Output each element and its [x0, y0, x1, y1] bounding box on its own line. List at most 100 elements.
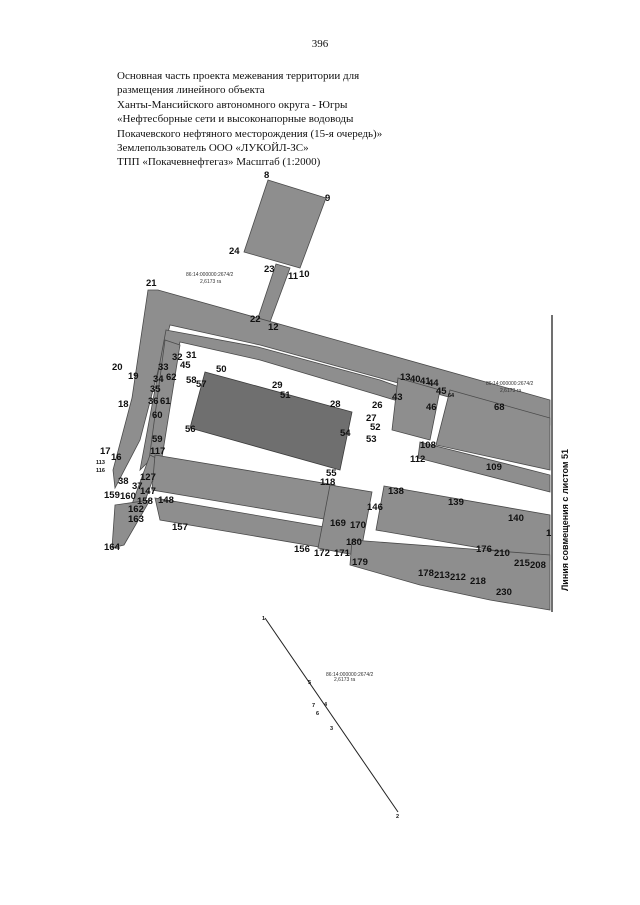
point-label: 22	[250, 314, 261, 325]
point-label: 41	[420, 376, 431, 387]
caption-line-4: «Нефтесборные сети и высоконапорные водо…	[117, 113, 354, 126]
cadastral-number-c: 86:14:000000:2674/2	[326, 672, 373, 678]
cadastral-area-a: 2,6173 га	[200, 279, 221, 285]
point-label: 23	[264, 264, 275, 275]
point-label: 58	[186, 375, 197, 386]
point-label: 170	[350, 520, 366, 531]
point-label: 33	[158, 362, 169, 373]
caption-line-1: Основная часть проекта межевания террито…	[117, 70, 360, 82]
point-label: 28	[330, 399, 341, 410]
point-label: 148	[158, 495, 174, 506]
point-label: 127	[140, 472, 156, 483]
point-label: 36	[148, 396, 159, 407]
point-label: 56	[185, 424, 196, 435]
point-label: 54	[340, 428, 351, 439]
parcel-right-band	[417, 441, 551, 493]
line-point-label: 6	[316, 711, 319, 717]
point-label: 213	[434, 570, 450, 581]
point-label: 26	[372, 400, 383, 411]
point-label: 20	[112, 362, 123, 373]
point-label: 212	[450, 572, 466, 583]
point-label: 11	[288, 271, 299, 282]
match-line-label: Линия совмещения с листом 51	[560, 449, 570, 591]
cadastral-area-c: 2,6173 га	[334, 677, 355, 683]
point-label: 140	[508, 513, 524, 524]
parcel-lower-left-tip	[111, 499, 151, 549]
point-label: 64	[448, 393, 455, 399]
cadastral-area-b: 2,6173 га	[500, 388, 521, 394]
point-label: 179	[352, 557, 368, 568]
point-label: 18	[118, 399, 129, 410]
point-label: 158	[137, 496, 153, 507]
point-label: 160	[120, 491, 136, 502]
point-label: 10	[299, 269, 310, 280]
line-point-label: 4	[324, 702, 328, 708]
point-label: 37	[132, 481, 143, 492]
point-label: 12	[268, 322, 279, 333]
point-label: 44	[428, 378, 439, 389]
point-label: 29	[272, 380, 283, 391]
point-label: 55	[326, 468, 337, 479]
caption-line-2: размещения линейного объекта	[117, 84, 265, 97]
point-label: 52	[370, 422, 381, 433]
point-label: 169	[330, 518, 346, 529]
point-label: 112	[410, 454, 425, 465]
cadastral-number-b: 86:14:000000:2674/2	[486, 381, 533, 387]
point-label: 24	[229, 246, 240, 257]
point-label: 218	[470, 576, 486, 587]
point-label: 40	[410, 374, 421, 385]
point-label: 46	[426, 402, 437, 413]
point-label: 53	[366, 434, 377, 445]
parcel-top-square	[243, 179, 327, 269]
point-label: 157	[172, 522, 188, 533]
point-label: 116	[96, 468, 105, 474]
point-label: 147	[140, 486, 156, 497]
line-point-label: 5	[308, 680, 311, 686]
point-label: 51	[280, 390, 291, 401]
point-label: 176	[476, 544, 492, 555]
line-point-label: 2	[396, 814, 399, 820]
point-label: 57	[196, 379, 207, 390]
point-label: 210	[494, 548, 510, 559]
point-label: 159	[104, 490, 120, 501]
point-label: 163	[128, 514, 144, 525]
point-label: 8	[264, 170, 269, 181]
point-label: 109	[486, 462, 502, 473]
point-label: 180	[346, 537, 362, 548]
point-label: 178	[418, 568, 434, 579]
parcel-right-cluster	[391, 377, 441, 441]
line-point-label: 7	[312, 703, 315, 709]
caption-line-5: Покачевского нефтяного месторождения (15…	[117, 127, 383, 140]
point-label: 27	[366, 413, 377, 424]
point-label: 113	[96, 460, 105, 466]
point-label: 108	[420, 440, 436, 451]
point-label: 59	[152, 434, 163, 445]
caption-line-7: ТПП «Покачевнефтегаз» Масштаб (1:2000)	[117, 156, 321, 169]
caption-line-6: Землепользователь ООО «ЛУКОЙЛ-ЗС»	[117, 142, 309, 155]
point-label: 16	[111, 452, 122, 463]
point-label: 139	[448, 497, 464, 508]
point-label: 9	[325, 193, 330, 204]
point-label: 34	[153, 374, 164, 385]
point-label: 172	[314, 548, 330, 559]
point-label: 45	[436, 386, 447, 397]
boundary-line	[264, 617, 399, 813]
parcel-middle-block	[189, 371, 353, 471]
point-label: 215	[514, 558, 531, 569]
parcel-top-band	[112, 289, 551, 490]
point-label: 156	[294, 544, 310, 555]
parcel-lower-right-b	[349, 539, 551, 611]
line-point-label: 1	[262, 616, 265, 622]
point-label: 138	[388, 486, 404, 497]
point-label: 171	[334, 548, 351, 559]
point-label: 13	[400, 372, 411, 383]
point-label: 43	[392, 392, 403, 403]
point-label: 68	[494, 402, 505, 413]
point-label: 146	[367, 502, 383, 513]
point-label: 31	[186, 350, 197, 361]
cadastral-number-a: 86:14:000000:2674/2	[186, 272, 233, 278]
line-point-label: 3	[330, 726, 333, 732]
point-label: 164	[104, 542, 121, 553]
point-label: 60	[152, 410, 163, 421]
